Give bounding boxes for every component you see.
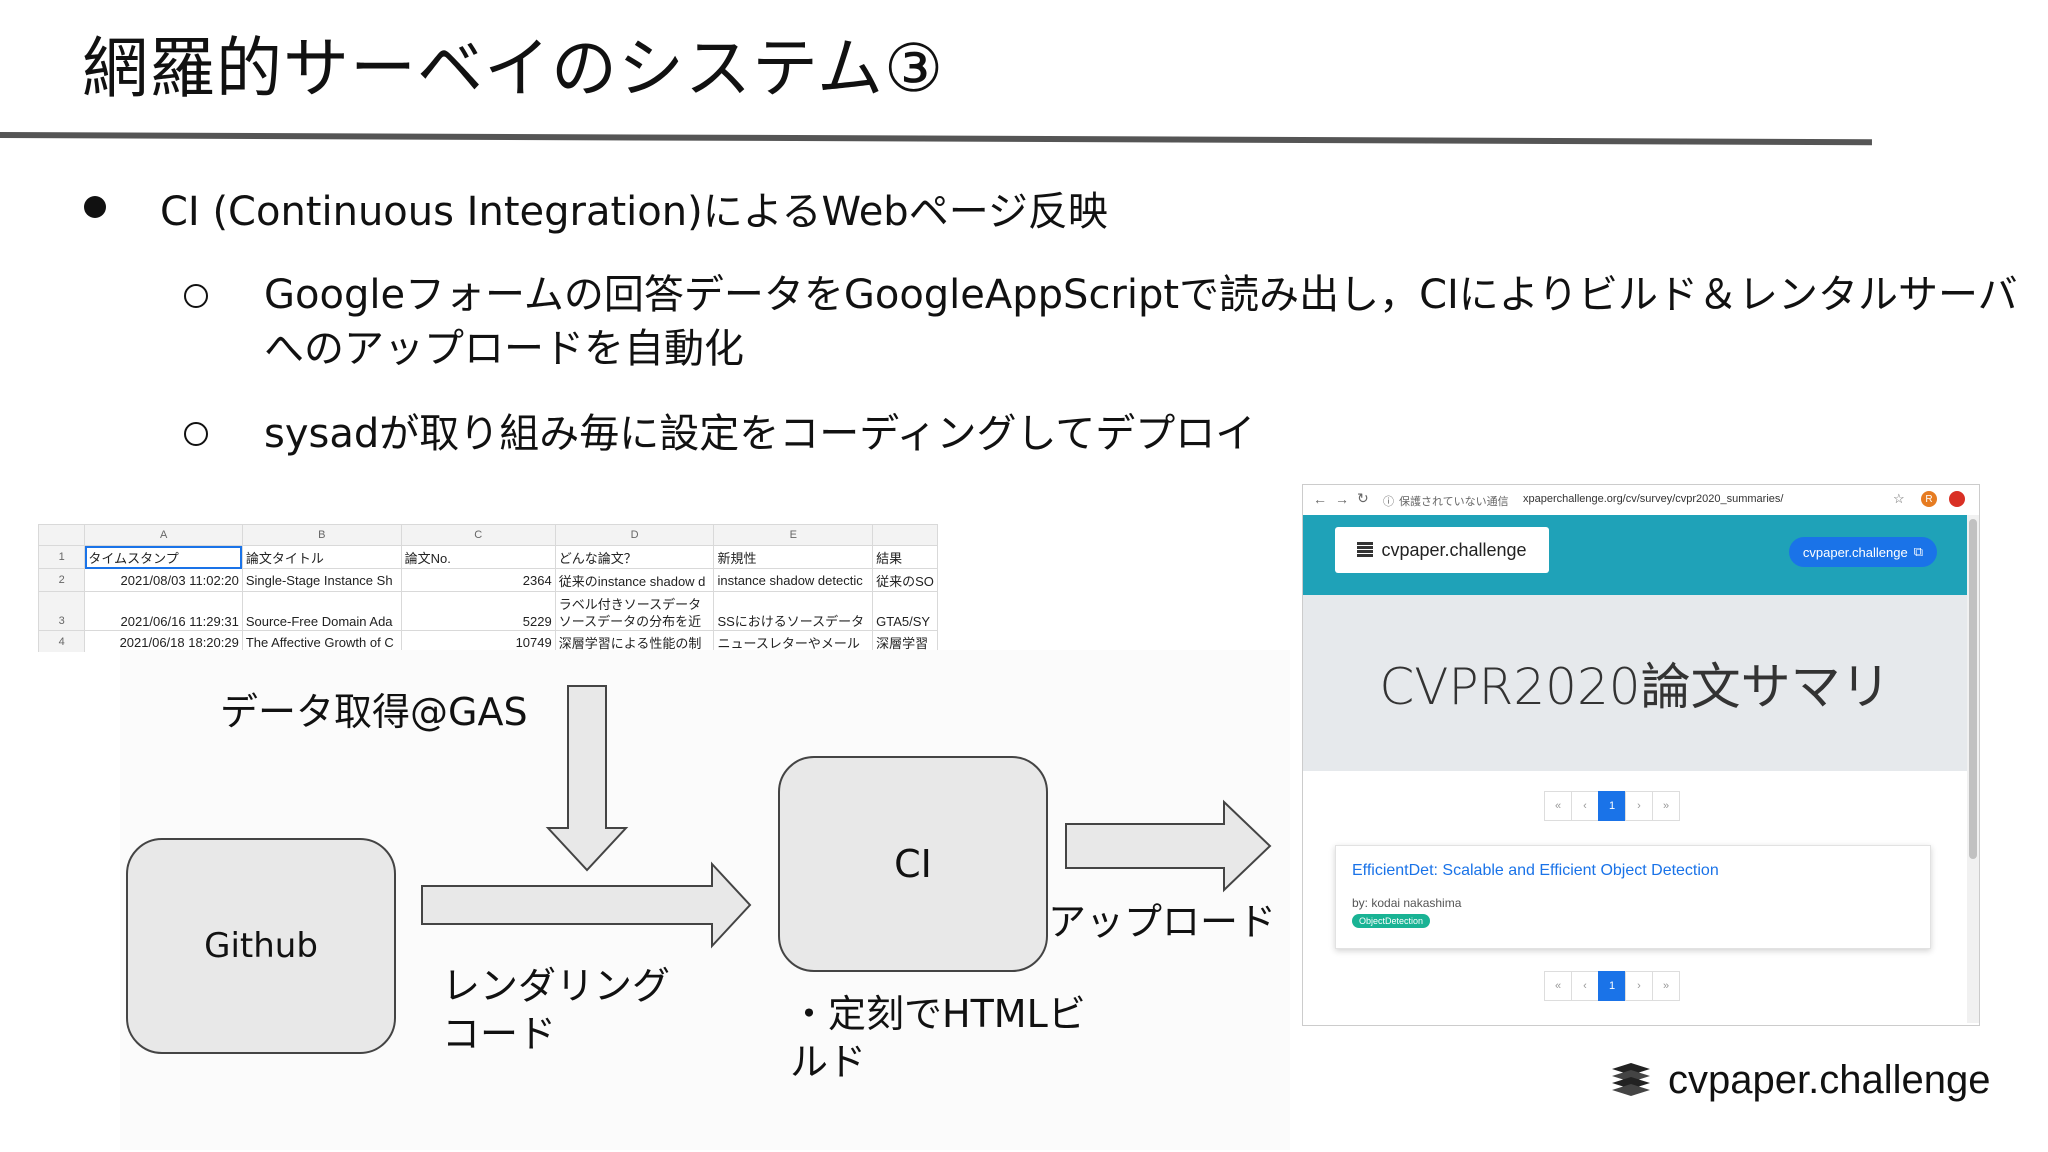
page-next[interactable]: ›	[1625, 971, 1653, 1001]
slide-title: 網羅的サーベイのシステム③	[82, 30, 945, 107]
row-number[interactable]: 1	[38, 545, 86, 569]
table-cell[interactable]: タイムスタンプ	[84, 545, 243, 569]
pagination-bottom: « ‹ 1 › »	[1544, 971, 1680, 1001]
page-prev[interactable]: ‹	[1571, 971, 1599, 1001]
data-fetch-label: データ取得@GAS	[220, 690, 528, 734]
brand-label: cvpaper.challenge	[1381, 539, 1527, 560]
rendering-label: コード	[442, 1012, 557, 1056]
github-box: Github	[126, 838, 396, 1054]
right-arrow-icon	[1065, 799, 1272, 893]
browser-toolbar: ← → ↻ ⓘ 保護されていない通信 xpaperchallenge.org/c…	[1303, 485, 1979, 516]
table-cell[interactable]: 2021/06/16 11:29:31	[84, 591, 243, 631]
external-link-label: cvpaper.challenge	[1802, 544, 1908, 560]
bullet-ci: CI (Continuous Integration)によるWebページ反映	[160, 189, 1108, 235]
github-label: Github	[204, 926, 318, 966]
table-cell[interactable]: 深層学習による性能の制	[554, 630, 715, 652]
page-prev[interactable]: ‹	[1571, 791, 1599, 821]
update-icon[interactable]	[1949, 491, 1965, 507]
page-current[interactable]: 1	[1598, 971, 1626, 1001]
table-cell[interactable]: 従来のinstance shadow d	[554, 568, 715, 592]
table-row: 4 2021/06/18 18:20:29 The Affective Grow…	[38, 630, 938, 652]
sub-bullet-sysad: sysadが取り組み毎に設定をコーディングしてデプロイ	[264, 411, 1256, 457]
hero-title: CVPR2020論文サマリ	[1379, 658, 1891, 716]
forward-icon[interactable]: →	[1335, 491, 1349, 507]
rendering-label: レンダリング	[442, 964, 671, 1008]
build-label: ルド	[790, 1040, 867, 1084]
logo-text: cvpaper.challenge	[1668, 1058, 1991, 1102]
table-cell[interactable]: 論文タイトル	[241, 545, 402, 569]
paper-card[interactable]: EfficientDet: Scalable and Efficient Obj…	[1335, 845, 1931, 949]
brand-button[interactable]: cvpaper.challenge	[1335, 527, 1549, 573]
column-header[interactable]: A	[84, 524, 243, 546]
table-cell[interactable]: 深層学習	[872, 630, 938, 652]
table-row: 1 タイムスタンプ 論文タイトル 論文No. どんな論文？ 新規性 結果	[38, 545, 938, 569]
ci-box: CI	[778, 756, 1048, 972]
browser-window: ← → ↻ ⓘ 保護されていない通信 xpaperchallenge.org/c…	[1302, 484, 1980, 1026]
page-last[interactable]: »	[1652, 791, 1680, 821]
right-arrow-icon	[421, 861, 752, 949]
table-cell[interactable]: ラベル付きソースデータ ソースデータの分布を近	[554, 591, 715, 631]
spreadsheet-snippet: A B C D E 1 タイムスタンプ 論文タイトル 論文No. どんな論文？ …	[38, 524, 938, 652]
row-number[interactable]: 4	[38, 630, 86, 652]
sub-bullet-circle	[184, 284, 208, 308]
hero-banner: CVPR2020論文サマリ	[1303, 595, 1967, 771]
row-number[interactable]: 3	[38, 591, 86, 631]
page-first[interactable]: «	[1544, 791, 1572, 821]
table-cell[interactable]: 2021/06/18 18:20:29	[84, 630, 243, 652]
table-cell[interactable]: instance shadow detectic	[713, 568, 874, 592]
sub-bullet-circle	[184, 422, 208, 446]
table-cell[interactable]: SSにおけるソースデータ	[713, 591, 874, 631]
upload-label: アップロード	[1048, 900, 1277, 944]
table-row: 3 2021/06/16 11:29:31 Source-Free Domain…	[38, 591, 938, 631]
table-cell[interactable]: 新規性	[713, 545, 874, 569]
stack-icon	[1357, 542, 1374, 558]
bullet-dot	[84, 196, 106, 218]
star-icon[interactable]: ☆	[1893, 491, 1905, 506]
stack-logo-icon	[1612, 1062, 1650, 1096]
sub-bullet-gas: Googleフォームの回答データをGoogleAppScriptで読み出し，CI…	[264, 272, 2018, 372]
site-navbar: cvpaper.challenge cvpaper.challenge ⧉	[1303, 515, 1967, 595]
back-icon[interactable]: ←	[1313, 491, 1327, 507]
reload-icon[interactable]: ↻	[1357, 490, 1369, 506]
page-first[interactable]: «	[1544, 971, 1572, 1001]
table-cell[interactable]: 10749	[400, 630, 556, 652]
security-text: 保護されていない通信	[1399, 496, 1509, 508]
url-bar[interactable]: xpaperchallenge.org/cv/survey/cvpr2020_s…	[1523, 493, 1784, 505]
table-cell[interactable]: 2364	[400, 568, 556, 592]
column-header[interactable]: B	[241, 524, 402, 546]
external-link-icon: ⧉	[1913, 544, 1923, 559]
table-cell[interactable]: どんな論文？	[554, 545, 715, 569]
pagination-top: « ‹ 1 › »	[1544, 791, 1680, 821]
page-last[interactable]: »	[1652, 971, 1680, 1001]
table-cell[interactable]: The Affective Growth of C	[241, 630, 402, 652]
table-cell[interactable]: 結果	[872, 545, 938, 569]
table-cell[interactable]: Single-Stage Instance Sh	[241, 568, 402, 592]
scrollbar[interactable]	[1967, 515, 1979, 1023]
info-icon[interactable]: ⓘ	[1383, 496, 1394, 508]
footer-logo: cvpaper.challenge	[1608, 1058, 1990, 1103]
external-link-button[interactable]: cvpaper.challenge ⧉	[1788, 537, 1937, 567]
tag-badge[interactable]: ObjectDetection	[1352, 914, 1431, 928]
page-next[interactable]: ›	[1625, 791, 1653, 821]
build-label: ・定刻でHTMLビ	[790, 992, 1086, 1036]
row-number[interactable]: 2	[38, 568, 86, 592]
scrollbar-thumb[interactable]	[1969, 519, 1977, 859]
paper-author: by: kodai nakashima	[1352, 896, 1462, 910]
column-header[interactable]: E	[713, 524, 874, 546]
table-row: 2 2021/08/03 11:02:20 Single-Stage Insta…	[38, 568, 938, 592]
column-header[interactable]: C	[400, 524, 556, 546]
table-cell[interactable]: 5229	[400, 591, 556, 631]
page-current[interactable]: 1	[1598, 791, 1626, 821]
avatar[interactable]: R	[1921, 491, 1937, 507]
down-arrow-icon	[545, 685, 629, 872]
paper-title-link[interactable]: EfficientDet: Scalable and Efficient Obj…	[1352, 862, 1719, 879]
table-cell[interactable]: ニュースレターやメール	[713, 630, 874, 652]
ci-label: CI	[894, 842, 932, 886]
